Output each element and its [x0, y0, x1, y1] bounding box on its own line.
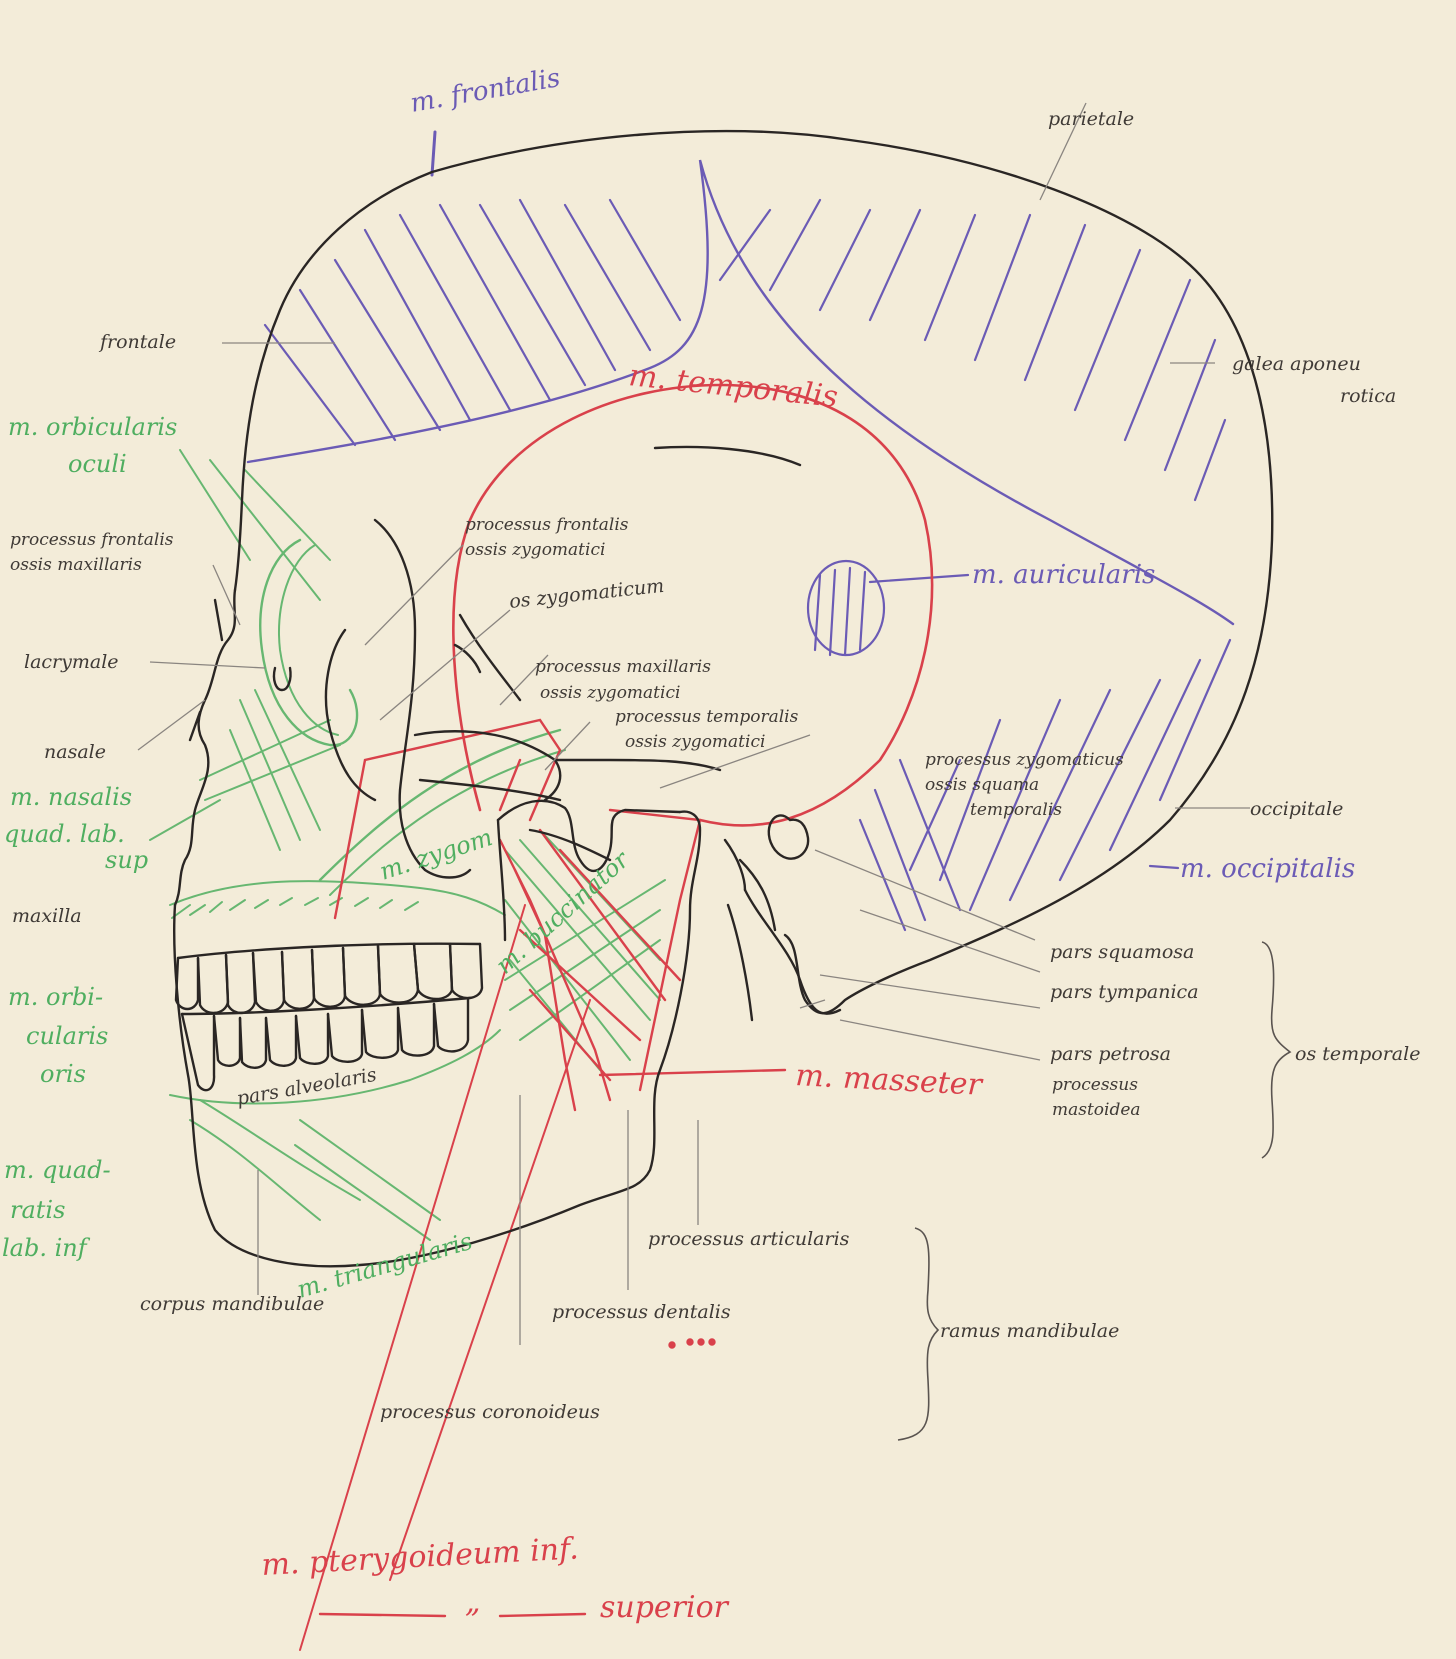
label-corpus-mandibulae: corpus mandibulae: [140, 1293, 324, 1315]
label-maxilla: maxilla: [12, 905, 82, 927]
label-proc-frontalis-maxillaris-2: ossis maxillaris: [10, 555, 142, 575]
label-pars-squamosa: pars squamosa: [1050, 941, 1194, 963]
label-m-quad-lab-inf-1: m. quad-: [4, 1156, 111, 1184]
label-ramus-mandibulae: ramus mandibulae: [940, 1320, 1119, 1342]
label-m-temporalis: m. temporalis: [627, 358, 839, 415]
label-frontale: frontale: [98, 331, 176, 353]
label-m-nasalis: m. nasalis: [10, 783, 132, 811]
label-superior: superior: [600, 1590, 730, 1625]
label-pars-tympanica: pars tympanica: [1050, 981, 1199, 1003]
label-proc-frontalis-maxillaris-1: processus frontalis: [10, 530, 174, 550]
label-lacrymale: lacrymale: [24, 651, 119, 673]
label-proc-zygomaticus-squama-2: ossis squama: [925, 775, 1039, 795]
label-m-orbicularis-oris-1: m. orbi-: [8, 983, 103, 1011]
label-pars-alveolaris: pars alveolaris: [235, 1064, 378, 1110]
label-proc-temporalis-1: processus temporalis: [615, 707, 799, 727]
label-proc-dentalis: processus dentalis: [552, 1301, 731, 1323]
label-proc-frontalis-zygomatici-2: ossis zygomatici: [465, 540, 605, 560]
label-os-zygomaticum: os zygomaticum: [508, 575, 665, 613]
label-proc-frontalis-zygomatici-1: processus frontalis: [465, 515, 629, 535]
label-m-orbicularis-oculi-2: oculi: [68, 450, 127, 478]
label-m-auricularis: m. auricularis: [972, 560, 1155, 590]
label-galea-aponeurotica-1: galea aponeu: [1232, 353, 1361, 375]
label-galea-aponeurotica-2: rotica: [1340, 385, 1396, 407]
label-os-temporale: os temporale: [1295, 1043, 1420, 1065]
label-proc-maxillaris-1: processus maxillaris: [535, 657, 711, 677]
label-pars-petrosa: pars petrosa: [1050, 1043, 1171, 1065]
label-m-quad-lab-inf-2: ratis: [10, 1196, 65, 1224]
label-proc-temporalis-2: ossis zygomatici: [625, 732, 765, 752]
label-m-orbicularis-oculi-1: m. orbicularis: [8, 413, 177, 441]
label-m-masseter: m. masseter: [795, 1058, 985, 1103]
label-m-occipitalis: m. occipitalis: [1180, 854, 1355, 884]
label-m-frontalis: m. frontalis: [408, 63, 562, 119]
label-nasale: nasale: [44, 741, 106, 763]
label-proc-zygomaticus-squama-1: processus zygomaticus: [925, 750, 1124, 770]
label-m-orbicularis-oris-3: oris: [40, 1060, 86, 1088]
label-m-orbicularis-oris-2: cularis: [26, 1022, 108, 1050]
label-processus-mastoidea-2: mastoidea: [1052, 1100, 1141, 1120]
label-quad-lab-sup-1: quad. lab.: [4, 820, 125, 848]
label-pterygoideum-ditto: „: [465, 1585, 481, 1620]
label-parietale: parietale: [1048, 108, 1134, 130]
label-proc-articularis: processus articularis: [648, 1228, 850, 1250]
label-proc-coronoideus: processus coronoideus: [380, 1401, 600, 1423]
label-proc-maxillaris-2: ossis zygomatici: [540, 683, 680, 703]
purple-muscle-lines: [248, 132, 1233, 930]
label-m-quad-lab-inf-3: lab. inf: [2, 1234, 91, 1262]
label-occipitale: occipitale: [1250, 798, 1343, 820]
red-muscle-lines: [300, 385, 932, 1650]
label-m-pterygoideum: m. pterygoideum inf.: [261, 1531, 580, 1583]
label-quad-lab-sup-2: sup: [105, 846, 148, 874]
label-processus-mastoidea-1: processus: [1052, 1075, 1138, 1095]
label-proc-zygomaticus-squama-3: temporalis: [970, 800, 1062, 820]
brace-lines: [898, 942, 1290, 1440]
